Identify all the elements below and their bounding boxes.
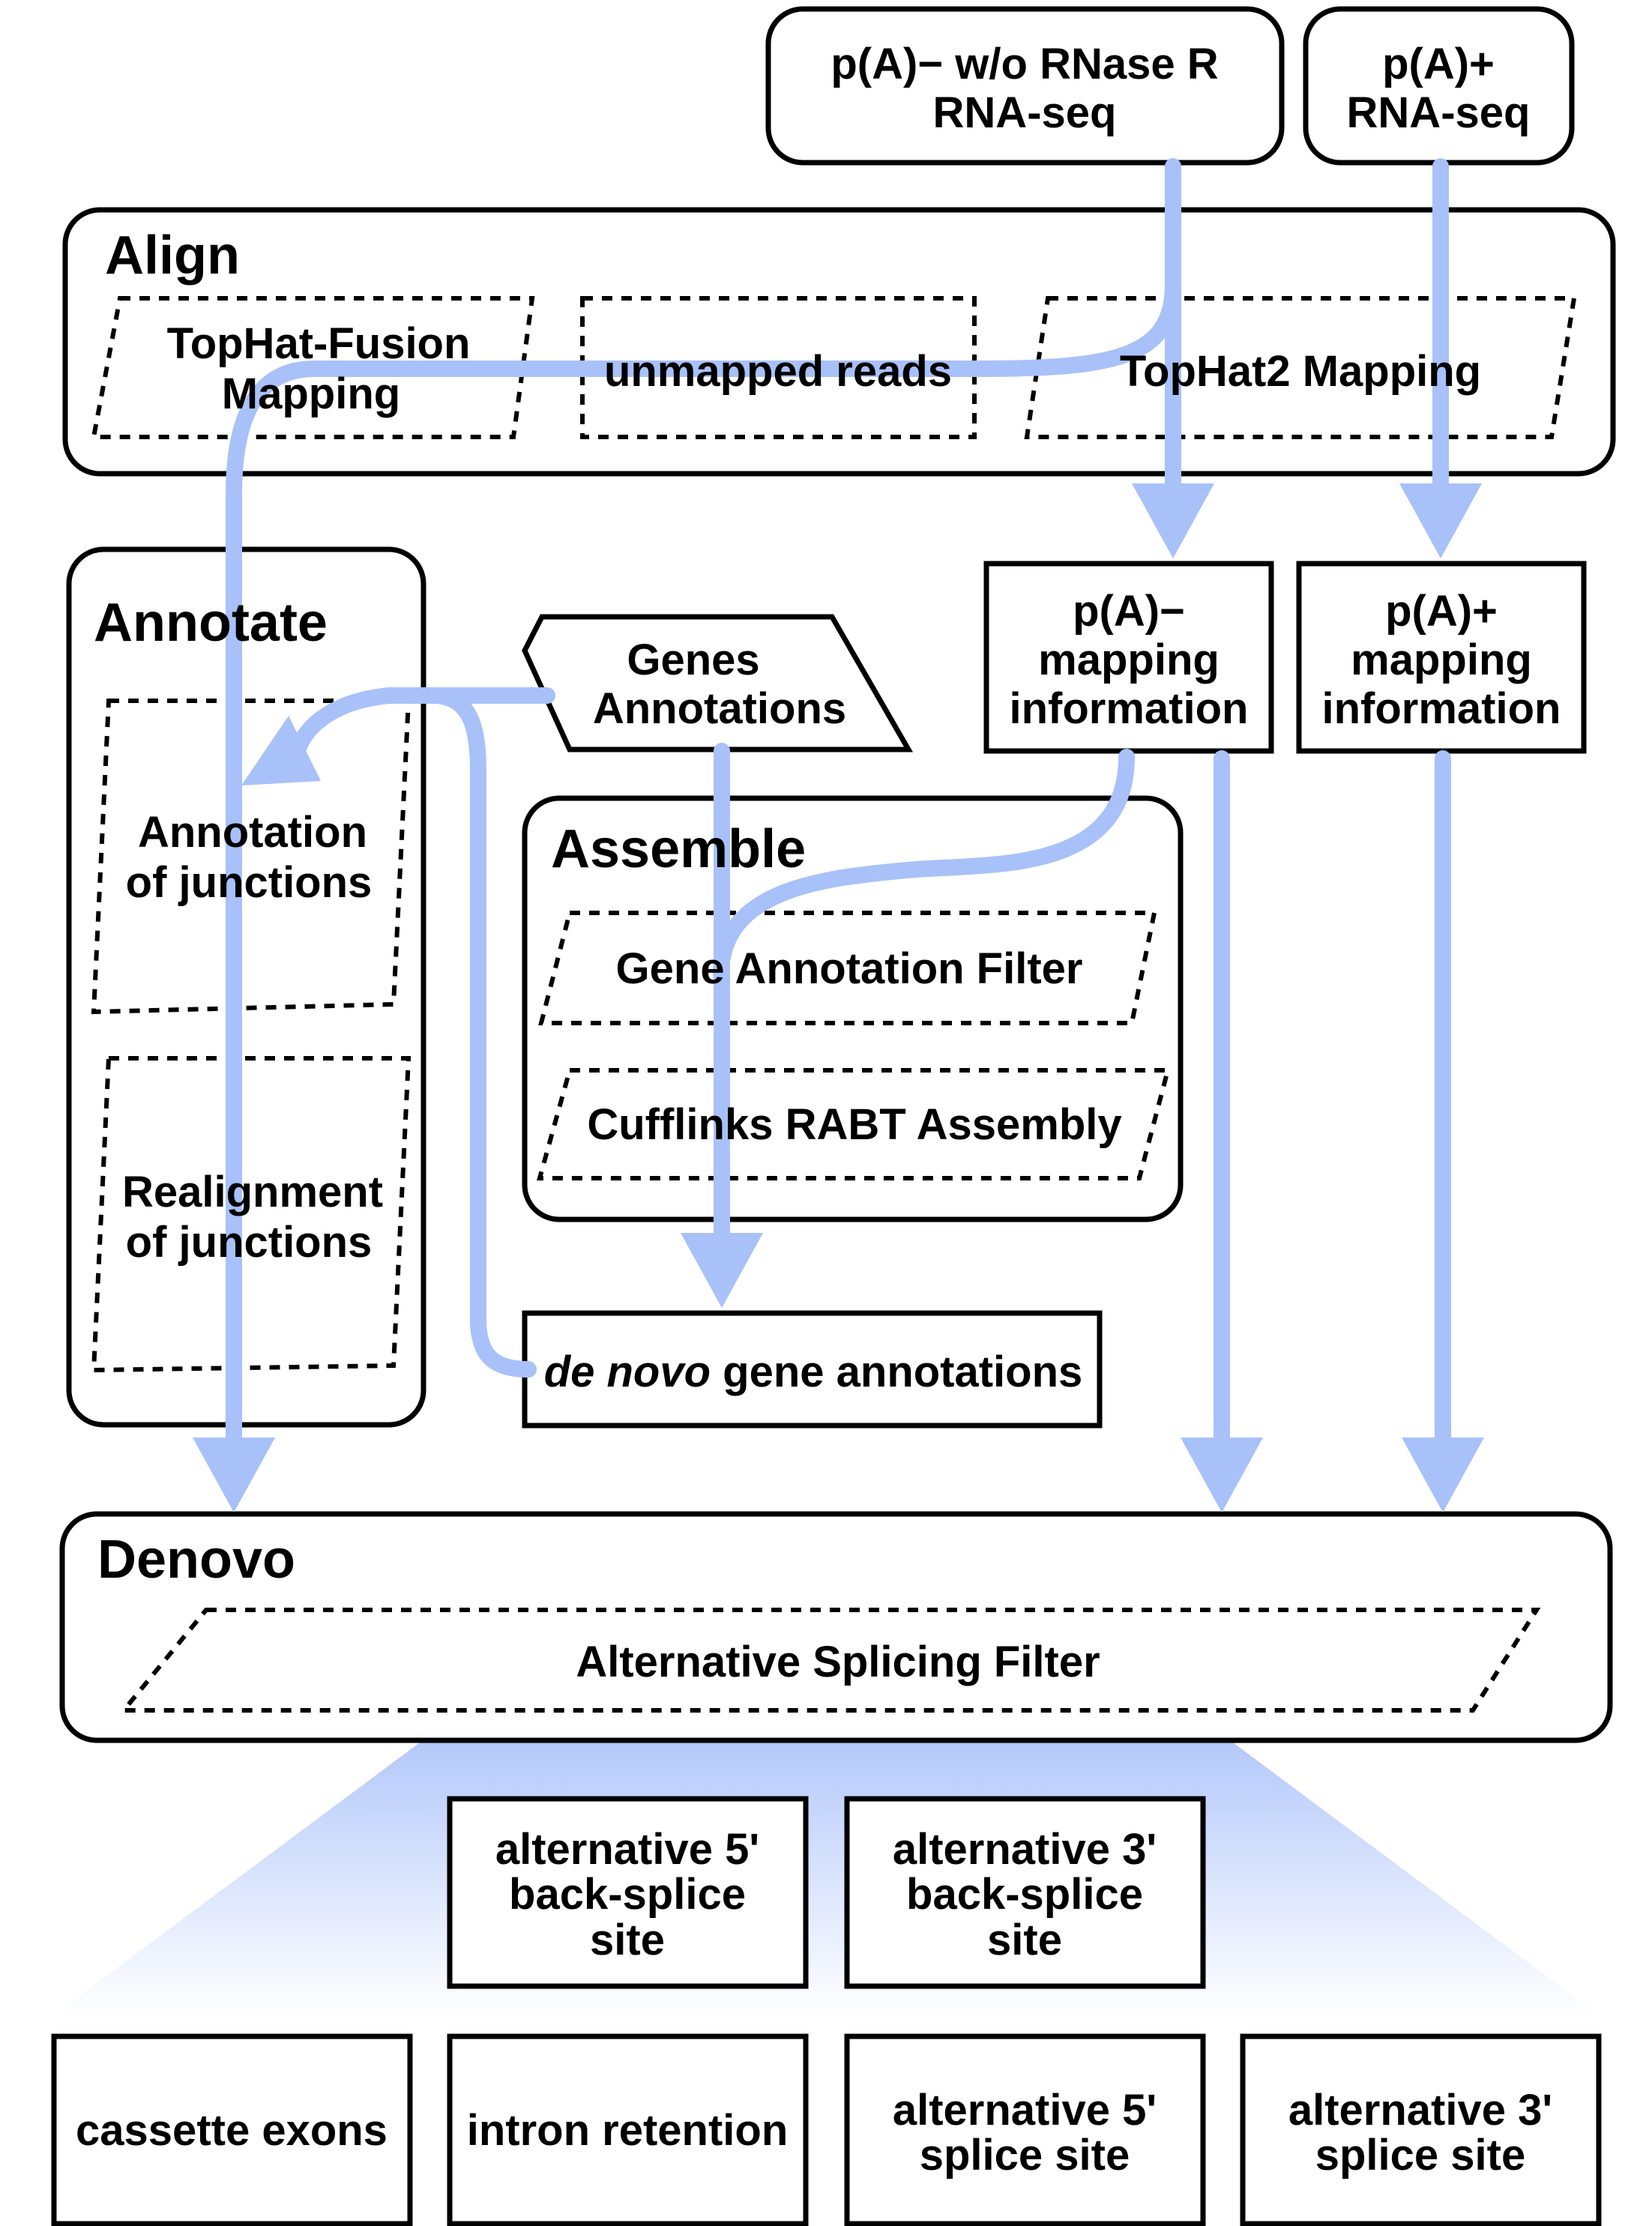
alt3-backsplice-line2: back-splice: [906, 1870, 1143, 1919]
flow-genes-to-denovo-annotations: [426, 687, 537, 1378]
realignment-of-junctions-shape: [91, 1056, 412, 1373]
denovo-italic: de novo: [544, 1348, 711, 1396]
denovo-gene-annotations-box: [522, 1310, 1103, 1429]
polya-plus-mapping-box: [1296, 561, 1587, 754]
genes-annotations-line2: Annotations: [593, 684, 846, 733]
arrowhead-annotation-junctions: [241, 716, 321, 785]
alt3-backsplice-box: [844, 1796, 1206, 1989]
genes-annotations-shape: [522, 614, 914, 752]
arrowhead-plus-mapping: [1399, 483, 1482, 558]
alt5-splice-line1: alternative 5': [893, 2086, 1157, 2135]
assemble-title: Assemble: [551, 819, 806, 879]
arrowhead-annotate-to-denovo: [193, 1438, 275, 1512]
align-group: [62, 207, 1616, 477]
tophat-fusion-line2: Mapping: [222, 370, 400, 418]
plus-mapping-line1: p(A)+: [1385, 587, 1498, 636]
cufflinks-shape: [537, 1068, 1171, 1180]
cassette-exons-box: [51, 2033, 413, 2226]
arrowhead-minus-to-denovo: [1181, 1438, 1263, 1512]
alt5-backsplice-line1: alternative 5': [495, 1825, 759, 1874]
input-polya-plus-line1: p(A)+: [1382, 40, 1495, 88]
plus-mapping-line3: information: [1322, 684, 1561, 733]
alt5-splice-line2: splice site: [920, 2131, 1130, 2180]
denovo-group: [59, 1511, 1613, 1743]
plus-mapping-line2: mapping: [1351, 636, 1532, 684]
alt3-splice-line1: alternative 3': [1288, 2086, 1552, 2135]
tophat-fusion-shape: [91, 296, 535, 439]
minus-mapping-line3: information: [1010, 684, 1249, 733]
realignment-of-junctions-line2: of junctions: [126, 1218, 373, 1267]
unmapped-reads-label: unmapped reads: [604, 347, 952, 396]
input-polya-minus-line1: p(A)− w/o RNase R: [830, 40, 1218, 88]
cassette-exons-label: cassette exons: [76, 2106, 388, 2155]
alt5-backsplice-line3: site: [590, 1916, 665, 1964]
tophat-fusion-line1: TopHat-Fusion: [167, 319, 471, 368]
alt5-backsplice-line2: back-splice: [509, 1870, 746, 1919]
minus-mapping-line1: p(A)−: [1073, 587, 1185, 636]
cufflinks-label: Cufflinks RABT Assembly: [587, 1100, 1121, 1149]
denovo-title: Denovo: [97, 1530, 295, 1590]
input-polya-minus-box: [765, 6, 1285, 166]
arrowhead-minus-mapping: [1132, 483, 1214, 558]
alternative-splicing-filter-shape: [118, 1608, 1541, 1713]
polya-minus-mapping-box: [983, 561, 1274, 754]
alt3-splice-box: [1240, 2033, 1602, 2226]
genes-annotations-line1: Genes: [627, 636, 759, 684]
alt3-backsplice-line1: alternative 3': [893, 1825, 1157, 1874]
alt3-splice-line2: splice site: [1315, 2131, 1525, 2180]
assemble-group: [522, 795, 1184, 1222]
input-polya-minus-line2: RNA-seq: [933, 88, 1117, 137]
gene-annotation-filter-label: Gene Annotation Filter: [616, 944, 1083, 993]
alt5-backsplice-box: [447, 1796, 809, 1989]
alt3-backsplice-line3: site: [987, 1916, 1062, 1964]
annotate-group: [66, 546, 426, 1428]
annotation-of-junctions-line2: of junctions: [126, 858, 373, 907]
arrowhead-denovo-annotations: [681, 1233, 763, 1308]
realignment-of-junctions-line1: Realignment: [122, 1168, 383, 1216]
alternative-splicing-filter-label: Alternative Splicing Filter: [576, 1638, 1100, 1686]
flow-unmapped-to-annotate: [226, 277, 1181, 1455]
unmapped-reads-shape: [580, 296, 977, 439]
intron-retention-label: intron retention: [467, 2106, 789, 2155]
alt5-splice-box: [844, 2033, 1206, 2226]
gene-annotation-filter-shape: [538, 911, 1157, 1025]
annotation-of-junctions-line1: Annotation: [138, 808, 367, 857]
denovo-gene-annotations-label: de novo gene annotations: [544, 1348, 1083, 1396]
minus-mapping-line2: mapping: [1038, 636, 1220, 684]
denovo-rest: gene annotations: [711, 1348, 1082, 1396]
annotation-of-junctions-shape: [91, 699, 412, 1015]
tophat2-label: TopHat2 Mapping: [1120, 347, 1481, 396]
annotate-title: Annotate: [94, 593, 328, 653]
align-title: Align: [105, 226, 240, 286]
arrowhead-plus-to-denovo: [1402, 1438, 1484, 1512]
tophat2-shape: [1024, 296, 1577, 439]
intron-retention-box: [447, 2033, 809, 2226]
output-fan: [52, 1743, 1600, 2016]
flow-minus-mapping-to-filter: [713, 749, 1135, 983]
input-polya-plus-line2: RNA-seq: [1347, 88, 1531, 137]
